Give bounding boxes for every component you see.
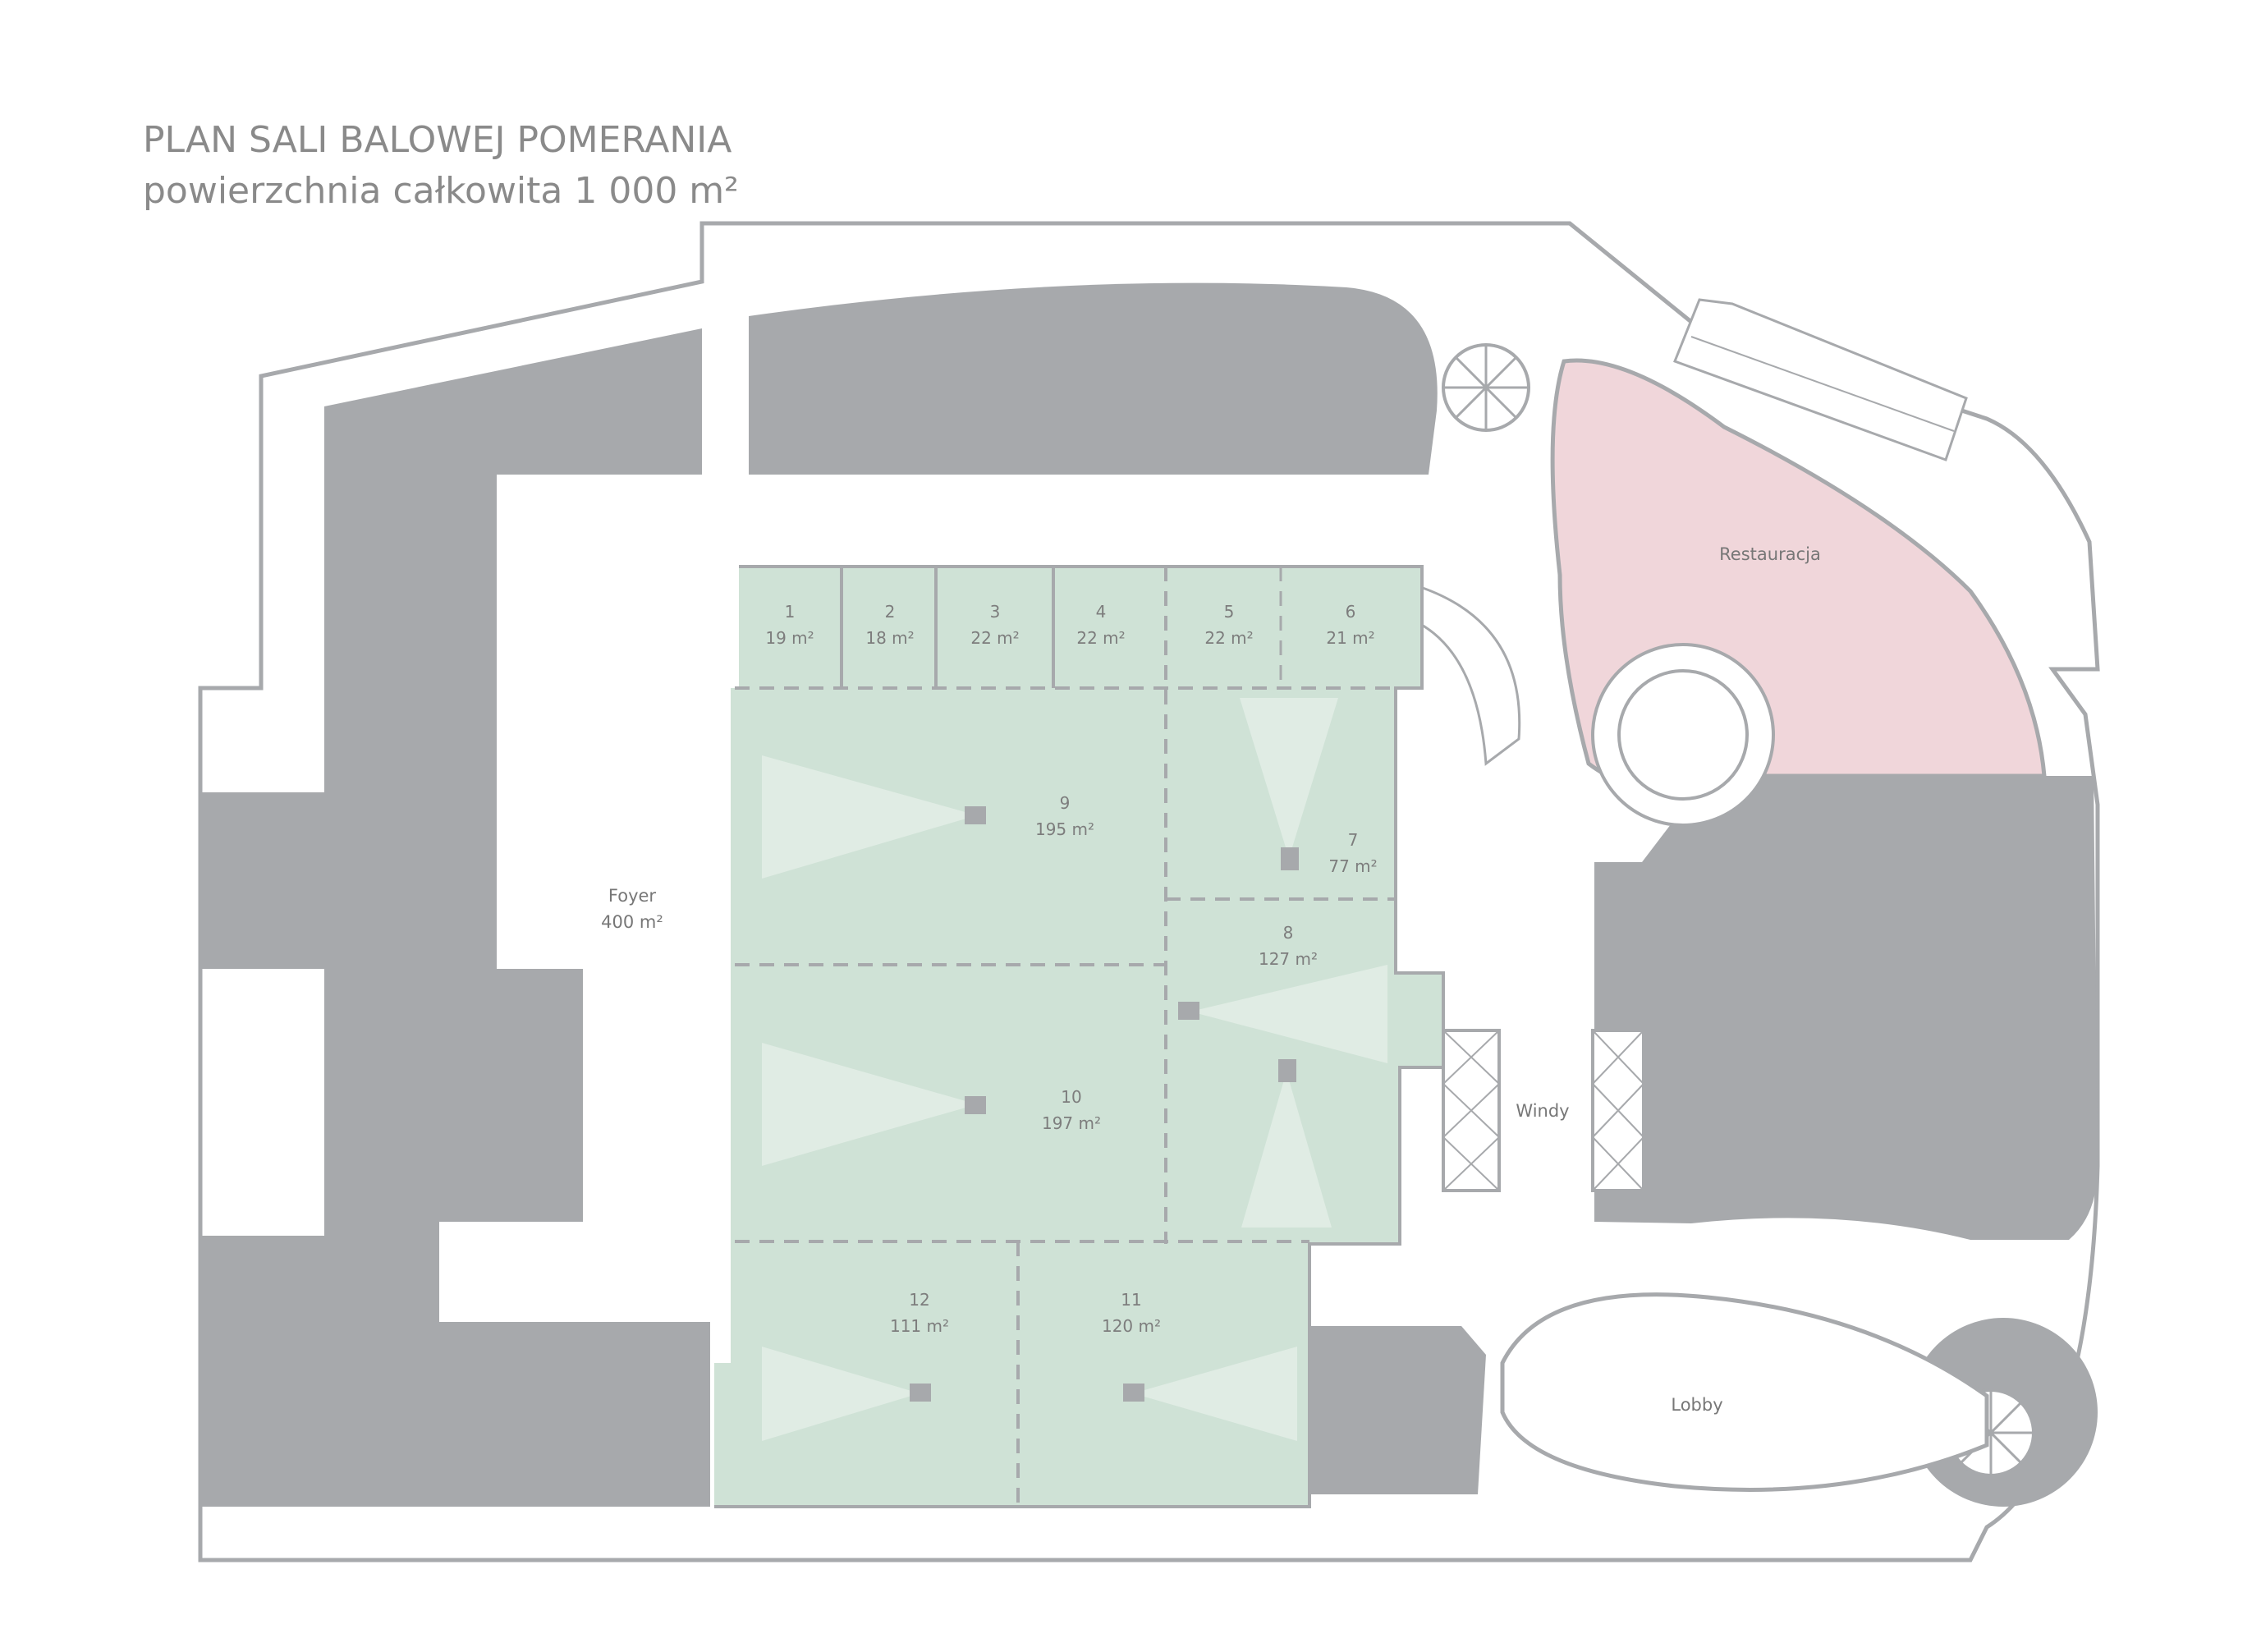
foyer-area: 400 m² [601,912,663,932]
room-7-number: 7 [1348,830,1359,850]
ballroom-outline [714,565,1445,1508]
room-11-area: 120 m² [1102,1316,1161,1336]
room-10-number: 10 [1061,1087,1081,1107]
room-11-number: 11 [1121,1290,1141,1310]
restaurant-label: Restauracja [1719,544,1821,564]
room-9-area: 195 m² [1035,819,1094,839]
room-8-number: 8 [1283,923,1294,943]
room-4-area: 22 m² [1076,628,1125,648]
elevators-west [1442,1029,1501,1192]
lobby-label: Lobby [1671,1395,1722,1415]
service-block-east [1594,776,2098,1240]
lobby-area [1500,1292,1989,1492]
projection-screens [762,698,1387,1441]
room-2-area: 18 m² [865,628,914,648]
room-12-number: 12 [909,1290,929,1310]
room-6-area: 21 m² [1326,628,1374,648]
room-1-number: 1 [785,602,796,622]
meeting-room-walls [840,567,1282,688]
room-5-area: 22 m² [1204,628,1253,648]
room-7-area: 77 m² [1328,856,1377,876]
partitions [735,567,1396,1507]
spiral-stair-void [1617,669,1749,801]
service-block-north [749,282,1438,475]
service-block-southeast [1309,1326,1486,1494]
room-4-number: 4 [1096,602,1107,622]
elevators-east [1591,1029,1645,1192]
elevators-label: Windy [1516,1101,1569,1121]
room-1-area: 19 m² [765,628,814,648]
room-2-number: 2 [885,602,896,622]
curved-staircase [1419,585,1521,766]
plan-title: PLAN SALI BALOWEJ POMERANIA [143,119,732,161]
room-6-number: 6 [1346,602,1356,622]
room-12-area: 111 m² [890,1316,949,1336]
room-5-number: 5 [1224,602,1235,622]
exterior-staircase [1673,298,1968,461]
room-labels: 1 19 m² 2 18 m² 3 22 m² 4 22 m² 5 22 m² … [765,602,1377,1336]
revolving-door-north [1442,343,1530,432]
foyer-label: Foyer [608,886,657,906]
room-10-area: 197 m² [1042,1113,1101,1133]
room-9-number: 9 [1060,793,1071,813]
room-8-area: 127 m² [1259,949,1318,969]
plan-subtitle: powierzchnia całkowita 1 000 m² [143,170,739,212]
room-3-area: 22 m² [970,628,1019,648]
service-block-west [200,328,710,1507]
projectors [910,806,1299,1402]
room-3-number: 3 [990,602,1001,622]
